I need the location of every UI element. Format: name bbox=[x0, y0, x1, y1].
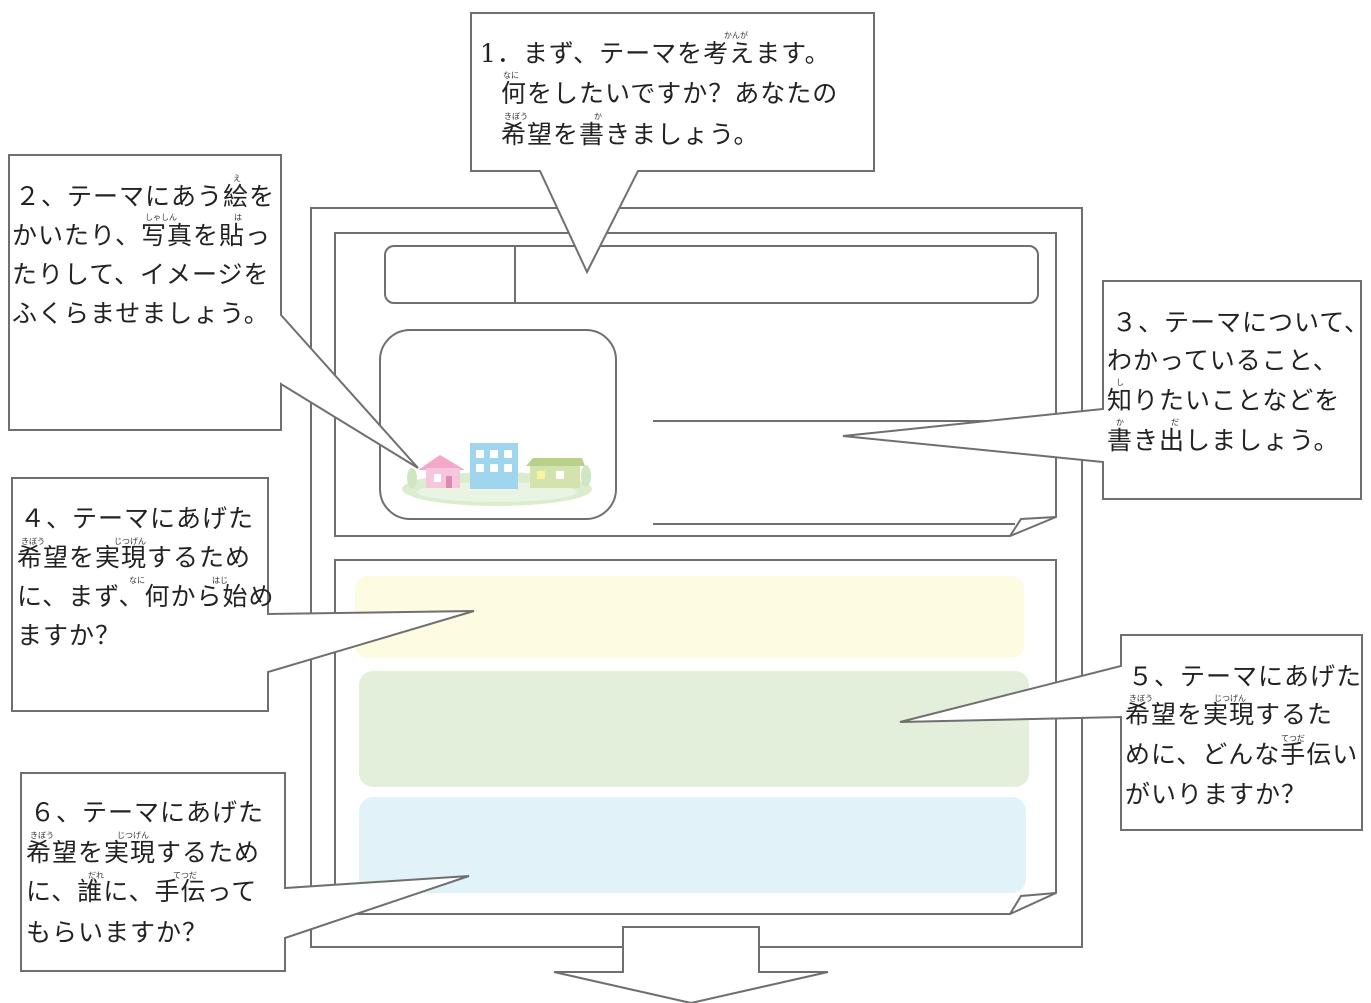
step5-line-4: がいりますか？ bbox=[1125, 780, 1307, 809]
step4-line-2: 希望を実現するため bbox=[17, 543, 251, 572]
step1-ruby-2: なに bbox=[503, 71, 519, 80]
step6-ruby-1: きぼう bbox=[30, 831, 54, 840]
step4-line-4: ますか？ bbox=[17, 621, 121, 650]
step6-ruby-2: じつげん bbox=[117, 831, 149, 840]
callout-step3: ３、テーマについて、 わかっていること、 し 知りたいことなどを か だ 書き出… bbox=[1107, 308, 1370, 455]
step4-ruby-4: はじ bbox=[212, 576, 228, 585]
step1-line-3: 希望を書きましょう。 bbox=[501, 120, 760, 149]
step2-ruby-1: え bbox=[233, 174, 241, 183]
step4-ruby-2: じつげん bbox=[114, 537, 146, 546]
step6-line-4: もらいますか？ bbox=[26, 918, 208, 947]
step6-ruby-3: だれ bbox=[88, 871, 104, 880]
step3-ruby-2: か bbox=[1116, 418, 1124, 427]
callout-step2-box bbox=[8, 154, 419, 469]
step5-line-3: めに、どんな手伝い bbox=[1125, 740, 1358, 769]
step4-line-3: に、まず、何から始め bbox=[17, 582, 275, 611]
step3-ruby-1: し bbox=[1116, 378, 1124, 387]
step3-line-3: 知りたいことなどを bbox=[1107, 386, 1340, 415]
step1-ruby-3: きぼう bbox=[504, 112, 528, 121]
step2-line-2: かいたり、写真を貼っ bbox=[12, 221, 271, 250]
theme-bar bbox=[384, 245, 1039, 304]
callout-step6: ６、テーマにあげた きぼう じつげん 希望を実現するため だれ てつだ に、誰に… bbox=[26, 798, 264, 947]
step3-line-2: わかっていること、 bbox=[1107, 346, 1339, 375]
callout-step6-box bbox=[20, 772, 470, 972]
callout-step3-box bbox=[842, 280, 1362, 500]
step6-ruby-4: てつだ bbox=[173, 871, 197, 880]
step4-line-1: ４、テーマにあげた bbox=[20, 504, 254, 533]
callout-step4: ４、テーマにあげた きぼう じつげん 希望を実現するため なに はじ に、まず、… bbox=[17, 504, 275, 650]
down-arrow bbox=[553, 926, 829, 1003]
callout-step2: え ２、テーマにあう絵を しゃしん は かいたり、写真を貼っ たりして、イメージ… bbox=[12, 174, 275, 328]
step1-ruby-4: か bbox=[594, 112, 602, 121]
step5-line-2: 希望を実現するた bbox=[1125, 700, 1333, 729]
lower-panel-curl bbox=[1009, 892, 1057, 915]
step1-ruby-1: かんが bbox=[724, 30, 748, 40]
step5-band bbox=[359, 671, 1029, 787]
step3-line-1: ３、テーマについて、 bbox=[1112, 308, 1370, 337]
step4-ruby-1: きぼう bbox=[21, 537, 45, 546]
step6-line-2: 希望を実現するため bbox=[26, 838, 260, 867]
step5-ruby-2: じつげん bbox=[1214, 694, 1246, 703]
step1-line-1: 1．まず、テーマを考えます。 bbox=[480, 39, 831, 68]
step3-line-4: 書き出しましょう。 bbox=[1107, 426, 1340, 455]
upper-panel-curl bbox=[1009, 516, 1057, 537]
step6-line-1: ６、テーマにあげた bbox=[30, 798, 264, 827]
callout-step4-box bbox=[11, 477, 475, 712]
town-illustration bbox=[402, 443, 592, 506]
callout-step1: かんが 1．まず、テーマを考えます。 なに 何をしたいですか？あなたの きぼう … bbox=[480, 30, 838, 149]
step3-ruby-3: だ bbox=[1171, 418, 1179, 427]
step5-ruby-3: てつだ bbox=[1281, 734, 1305, 743]
step2-ruby-2: しゃしん bbox=[145, 213, 177, 222]
callout-step5: ５、テーマにあげた きぼう じつげん 希望を実現するた てつだ めに、どんな手伝… bbox=[1125, 662, 1362, 809]
step6-line-3: に、誰に、手伝って bbox=[26, 877, 257, 906]
step1-line-2: 何をしたいですか？あなたの bbox=[501, 79, 838, 108]
step6-band bbox=[359, 797, 1026, 893]
step2-line-3: たりして、イメージを bbox=[12, 260, 270, 289]
callout-step5-box bbox=[899, 634, 1363, 831]
step4-band bbox=[355, 576, 1024, 658]
step2-line-1: ２、テーマにあう絵を bbox=[15, 182, 275, 211]
callout-step1-box bbox=[470, 12, 875, 275]
step5-line-1: ５、テーマにあげた bbox=[1128, 662, 1362, 691]
step2-ruby-3: は bbox=[234, 213, 242, 222]
step5-ruby-1: きぼう bbox=[1129, 694, 1153, 703]
step4-ruby-3: なに bbox=[129, 576, 145, 585]
step2-line-4: ふくらませましょう。 bbox=[12, 299, 270, 328]
